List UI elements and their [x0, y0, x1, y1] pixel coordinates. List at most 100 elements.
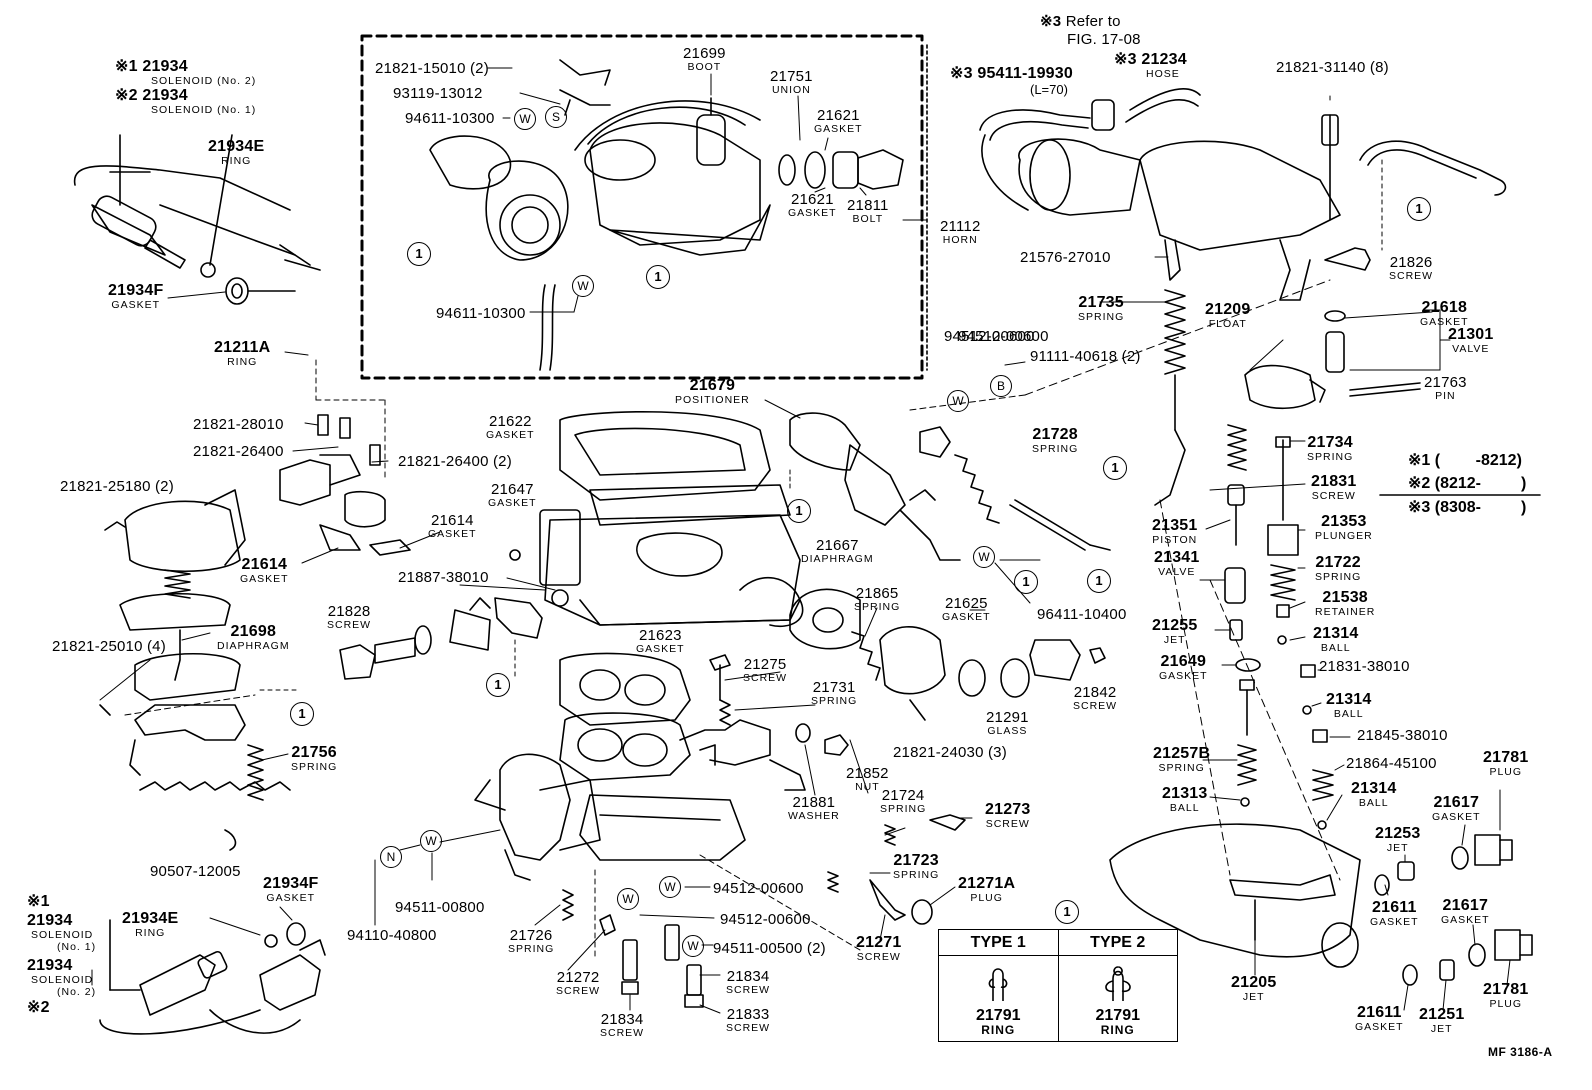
throttle-body — [474, 652, 966, 1008]
solenoid-bottom — [99, 919, 326, 1035]
part-label-94512-right: 94512-00600 — [944, 329, 1035, 344]
part-number: 21649 — [1160, 653, 1207, 670]
circle-1-marker: 1 — [1014, 570, 1038, 594]
part-number: 21621 — [816, 107, 860, 124]
part-number: 21618 — [1421, 299, 1468, 316]
ref-solenoid-no2: ※1 21934 SOLENOID (No. 2) — [115, 59, 256, 87]
part-name: WASHER — [788, 810, 840, 822]
part-name: SPRING — [854, 601, 901, 613]
part-number: 21614 — [430, 512, 474, 529]
part-number: 21257B — [1153, 745, 1211, 762]
part-number: 21864-45100 — [1346, 755, 1437, 772]
part-name: SPRING — [1315, 571, 1362, 583]
part-number: 21576-27010 — [1020, 249, 1111, 266]
part-number: 21724 — [881, 787, 925, 804]
part-name: JET — [1430, 1023, 1453, 1035]
part-length: (L=70) — [1030, 82, 1068, 97]
types-marker: 1 — [1055, 900, 1079, 924]
part-number: 94611-10300 — [436, 305, 526, 322]
part-name: SCREW — [556, 985, 601, 997]
leader-lines — [91, 67, 1511, 1014]
part-name: SPRING — [1032, 443, 1079, 455]
part-name: HOSE — [1146, 68, 1180, 80]
part-number: 21313 — [1162, 785, 1208, 802]
part-name: SOLENOID — [31, 974, 94, 986]
bl-mark2: ※2 — [27, 999, 50, 1016]
washer-marker-w: W — [420, 830, 442, 852]
part-number: 21821-31140 (8) — [1276, 59, 1389, 76]
part-number: 21821-24030 (3) — [893, 744, 1007, 761]
left-diaphragm-assembly — [99, 359, 386, 851]
diaphragm-21667 — [789, 588, 1106, 721]
part-name: SCREW — [726, 984, 771, 996]
part-number: 94611-10300 — [405, 110, 495, 127]
part-number: 21271A — [958, 875, 1016, 892]
part-label-96411: 96411-10400 — [1037, 607, 1127, 622]
part-label-94511-800: 94511-00800 — [395, 900, 485, 915]
part-label-94512-b: 94512-00600 — [720, 912, 811, 927]
part-variant: (No. 1) — [57, 940, 97, 953]
part-name: POSITIONER — [675, 394, 750, 406]
part-label-21887: 21887-38010 — [398, 570, 489, 585]
part-number: 21251 — [1419, 1006, 1465, 1023]
part-number: 21538 — [1322, 589, 1368, 606]
circle-1-marker: 1 — [486, 673, 510, 697]
part-name: GASKET — [942, 611, 991, 623]
part-number: 21852 — [846, 765, 889, 782]
part-name: DIAPHRAGM — [801, 553, 874, 565]
part-number: 21617 — [1442, 897, 1489, 914]
part-label-21821-26400-2: 21821-26400 (2) — [398, 454, 512, 469]
part-name: PLUG — [1489, 998, 1523, 1010]
part-number: 21699 — [683, 45, 726, 62]
part-name: SPRING — [893, 869, 940, 881]
legend-1: ※1 ( -8212) — [1408, 452, 1522, 469]
part-name: PLUNGER — [1315, 530, 1373, 542]
part-number: 21723 — [893, 852, 939, 869]
part-label-21821-31140: 21821-31140 (8) — [1276, 60, 1389, 75]
part-number: 94110-40800 — [347, 927, 437, 944]
ref-21234-hose: ※3 21234 HOSE — [1114, 52, 1187, 80]
circle-1-marker: 1 — [1407, 197, 1431, 221]
part-number: 94511-00500 (2) — [713, 940, 826, 957]
part-number: 21756 — [291, 744, 337, 761]
solenoid-top — [73, 134, 321, 305]
part-label-21821-28010: 21821-28010 — [193, 417, 284, 432]
part-number: 21821-25010 (4) — [52, 638, 166, 655]
part-number: 21205 — [1231, 974, 1277, 991]
part-label-94110: 94110-40800 — [347, 928, 437, 943]
part-name: GASKET — [111, 299, 161, 311]
part-name: GASKET — [636, 643, 685, 655]
part-number: 21275 — [743, 656, 787, 673]
part-label-21845: 21845-38010 — [1357, 728, 1448, 743]
legend-2: ※2 (8212- ) — [1408, 475, 1527, 492]
part-name: SOLENOID — [31, 929, 94, 941]
part-number: 21728 — [1032, 426, 1078, 443]
circle-1-marker: 1 — [1103, 456, 1127, 480]
part-label-91111: 91111-40618 (2) — [1030, 349, 1141, 364]
ref-solenoid-no1: ※2 21934 SOLENOID (No. 1) — [115, 88, 256, 116]
part-name: SCREW — [743, 672, 788, 684]
part-number: 21314 — [1313, 625, 1359, 642]
circle-1-marker: 1 — [1087, 569, 1111, 593]
part-name: PIN — [1435, 390, 1456, 402]
